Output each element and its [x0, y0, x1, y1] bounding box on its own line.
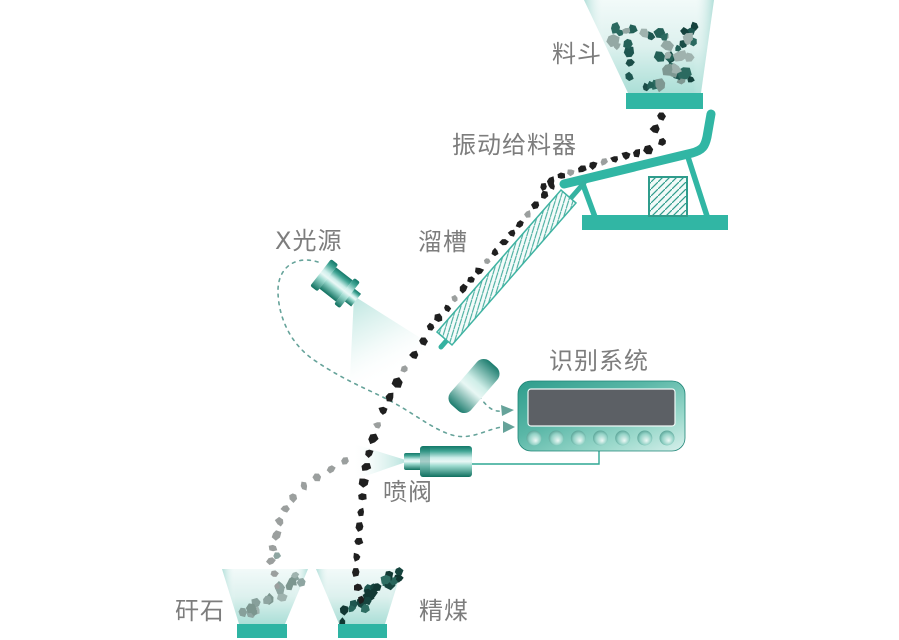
label-vibrating-feeder: 振动给料器	[452, 131, 577, 159]
valve-body	[420, 446, 472, 477]
label-gangue: 矸石	[175, 597, 225, 625]
deflected-gangue-particles	[266, 457, 349, 589]
arrowhead-icon	[501, 405, 514, 416]
xray-source-graphic	[311, 259, 362, 308]
vibrating-feeder-graphic	[559, 109, 728, 230]
gangue-outlet	[237, 624, 287, 638]
chute-stream-particles	[426, 183, 555, 331]
detector-graphic	[448, 358, 500, 414]
label-hopper: 料斗	[552, 40, 602, 68]
feeder-base	[582, 215, 728, 230]
hopper-outlet	[626, 93, 703, 109]
hopper-graphic	[584, 0, 714, 109]
falling-stream-particles	[352, 337, 428, 605]
label-chute: 溜槽	[418, 228, 468, 256]
gangue-hopper-graphic	[222, 552, 308, 638]
label-jet-valve: 喷阀	[383, 478, 433, 506]
arrowhead-icon	[503, 421, 515, 433]
valve-nozzle	[404, 453, 422, 470]
label-xray-source: X光源	[275, 227, 343, 255]
detector-signal-path	[478, 395, 502, 412]
chute-graphic	[435, 180, 587, 350]
gangue-pile	[238, 552, 306, 618]
jet-valve-graphic	[354, 444, 472, 480]
feeder-tray	[559, 109, 716, 189]
feed-stream-particles	[540, 112, 666, 191]
xray-signal-path	[277, 259, 503, 438]
device-screen	[527, 388, 676, 427]
control-wire	[470, 451, 600, 465]
air-spray	[354, 444, 409, 480]
clean-coal-hopper-graphic	[316, 567, 404, 638]
recognition-system-graphic	[517, 380, 686, 452]
label-recognition-system: 识别系统	[549, 347, 649, 375]
chute-deck	[435, 188, 578, 347]
device-buttons	[526, 430, 675, 446]
feeder-vibrator-block	[648, 176, 688, 217]
xray-beam	[349, 296, 441, 397]
label-clean-coal: 精煤	[419, 597, 469, 625]
clean-coal-outlet	[338, 624, 387, 638]
hopper-coal-pieces	[606, 21, 699, 93]
